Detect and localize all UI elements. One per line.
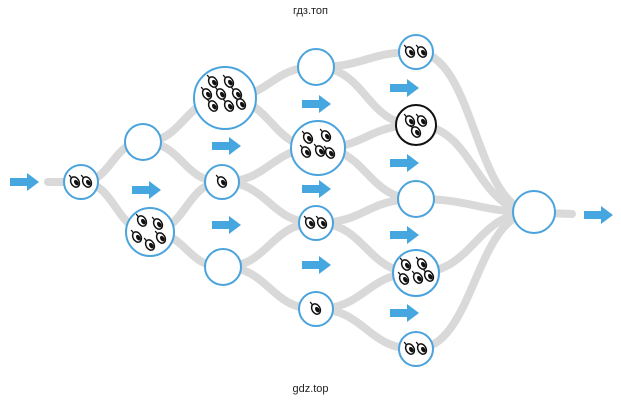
node-circle (397, 180, 435, 218)
ball-icon (151, 216, 164, 230)
ball-icon (415, 44, 428, 58)
node-e4 (392, 249, 440, 297)
ball-icon (403, 341, 416, 355)
ball-icon (154, 230, 167, 244)
node-b1 (124, 123, 162, 161)
arrow-icon (390, 226, 419, 244)
ball-icon (315, 215, 328, 229)
ball-icon (399, 257, 412, 271)
ball-icon (397, 271, 410, 285)
arrow-icon (302, 95, 331, 113)
ball-icon (299, 144, 312, 158)
arrow-icon (390, 304, 419, 322)
ball-icon (403, 113, 416, 127)
arrow-icon (390, 154, 419, 172)
node-circle (298, 205, 334, 241)
node-d2 (290, 120, 346, 176)
ball-icon (234, 96, 247, 110)
node-c2 (204, 164, 240, 200)
ball-icon (415, 113, 428, 127)
node-circle (398, 331, 434, 367)
node-e1 (398, 34, 434, 70)
ball-icon (323, 145, 336, 159)
arrow-icon (212, 137, 241, 155)
node-circle (512, 190, 556, 234)
ball-icon (215, 174, 228, 188)
ball-icon (80, 174, 93, 188)
node-circle (124, 123, 162, 161)
arrow-icon (302, 256, 331, 274)
node-circle (395, 104, 437, 146)
node-circle (297, 48, 335, 86)
ball-icon (135, 213, 148, 227)
arrow-group (10, 79, 613, 322)
ball-icon (200, 86, 213, 100)
ball-icon (206, 98, 219, 112)
node-e5 (398, 331, 434, 367)
ball-icon (422, 268, 435, 282)
ball-icon (214, 86, 227, 100)
ball-icon (309, 301, 322, 315)
node-d1 (297, 48, 335, 86)
arrow-icon (132, 181, 161, 199)
ball-icon (206, 74, 219, 88)
ball-icon (303, 215, 316, 229)
ball-icon (301, 130, 314, 144)
node-circle (398, 34, 434, 70)
arrow-icon (212, 216, 241, 234)
ball-icon (319, 128, 332, 142)
node-group (63, 34, 556, 367)
node-f (512, 190, 556, 234)
node-d3 (298, 205, 334, 241)
ball-icon (411, 270, 424, 284)
node-e3 (397, 180, 435, 218)
node-c3 (204, 248, 242, 286)
ball-icon (409, 124, 422, 138)
ball-icon (415, 341, 428, 355)
ball-icon (415, 256, 428, 270)
node-a (63, 164, 99, 200)
node-e2 (395, 104, 437, 146)
arrow-icon (10, 173, 39, 191)
ball-icon (143, 237, 156, 251)
node-d4 (298, 291, 334, 327)
node-circle (63, 164, 99, 200)
ball-icon (222, 74, 235, 88)
ball-icon (130, 229, 143, 243)
ball-icon (222, 98, 235, 112)
node-c1 (193, 66, 257, 130)
ball-icon (313, 143, 326, 157)
ball-icon (68, 174, 81, 188)
arrow-icon (302, 180, 331, 198)
node-circle (204, 248, 242, 286)
arrow-icon (390, 79, 419, 97)
watermark-bottom: gdz.top (292, 383, 329, 395)
ball-icon (403, 44, 416, 58)
watermark-top: гдз.топ (292, 5, 329, 17)
arrow-icon (584, 206, 613, 224)
node-b2 (125, 207, 175, 257)
